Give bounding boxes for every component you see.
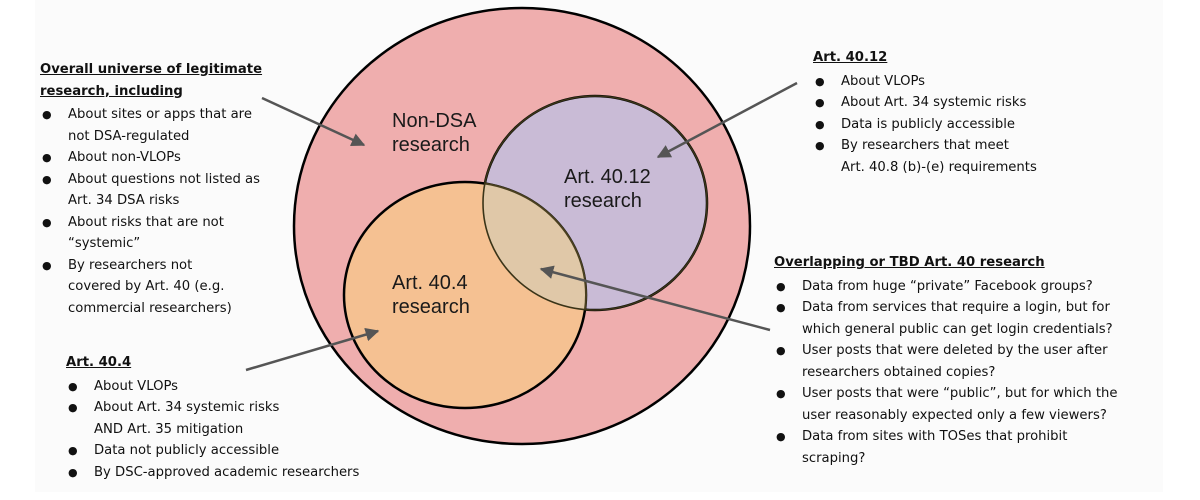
arrow-art-40-4 bbox=[245, 327, 380, 372]
list-item: Data from services that require a login,… bbox=[774, 297, 1174, 340]
note-overlap-title: Overlapping or TBD Art. 40 research bbox=[774, 255, 1045, 270]
note-art-40-4: Art. 40.4 About VLOPsAbout Art. 34 syste… bbox=[66, 352, 406, 483]
list-item: Data is publicly accessible bbox=[813, 114, 1113, 136]
overlap-region bbox=[483, 181, 587, 310]
list-item: About VLOPs bbox=[66, 376, 406, 398]
arrow-overlap bbox=[539, 265, 771, 332]
list-item: Data from sites with TOSes that prohibit… bbox=[774, 426, 1174, 469]
note-art-40-4-list: About VLOPsAbout Art. 34 systemic risksA… bbox=[66, 376, 406, 484]
list-item: About VLOPs bbox=[813, 71, 1113, 93]
note-art-40-12-list: About VLOPsAbout Art. 34 systemic risksD… bbox=[813, 71, 1113, 179]
note-overlap: Overlapping or TBD Art. 40 research Data… bbox=[774, 252, 1174, 469]
list-item: About risks that are not“systemic” bbox=[40, 212, 300, 255]
note-overlap-list: Data from huge “private” Facebook groups… bbox=[774, 276, 1174, 470]
list-item: About Art. 34 systemic risks bbox=[813, 92, 1113, 114]
list-item: Data not publicly accessible bbox=[66, 440, 406, 462]
list-item: Data from huge “private” Facebook groups… bbox=[774, 276, 1174, 298]
list-item: By DSC-approved academic researchers bbox=[66, 462, 406, 484]
list-item: About non-VLOPs bbox=[40, 147, 300, 169]
note-art-40-12-title: Art. 40.12 bbox=[813, 50, 888, 65]
circle-art-40-12-outline bbox=[482, 95, 708, 311]
note-art-40-4-title: Art. 40.4 bbox=[66, 355, 132, 370]
arrow-art-40-12 bbox=[656, 81, 798, 159]
list-item: User posts that were “public”, but for w… bbox=[774, 383, 1174, 426]
list-item: User posts that were deleted by the user… bbox=[774, 340, 1174, 383]
note-art-40-12: Art. 40.12 About VLOPsAbout Art. 34 syst… bbox=[813, 47, 1113, 178]
